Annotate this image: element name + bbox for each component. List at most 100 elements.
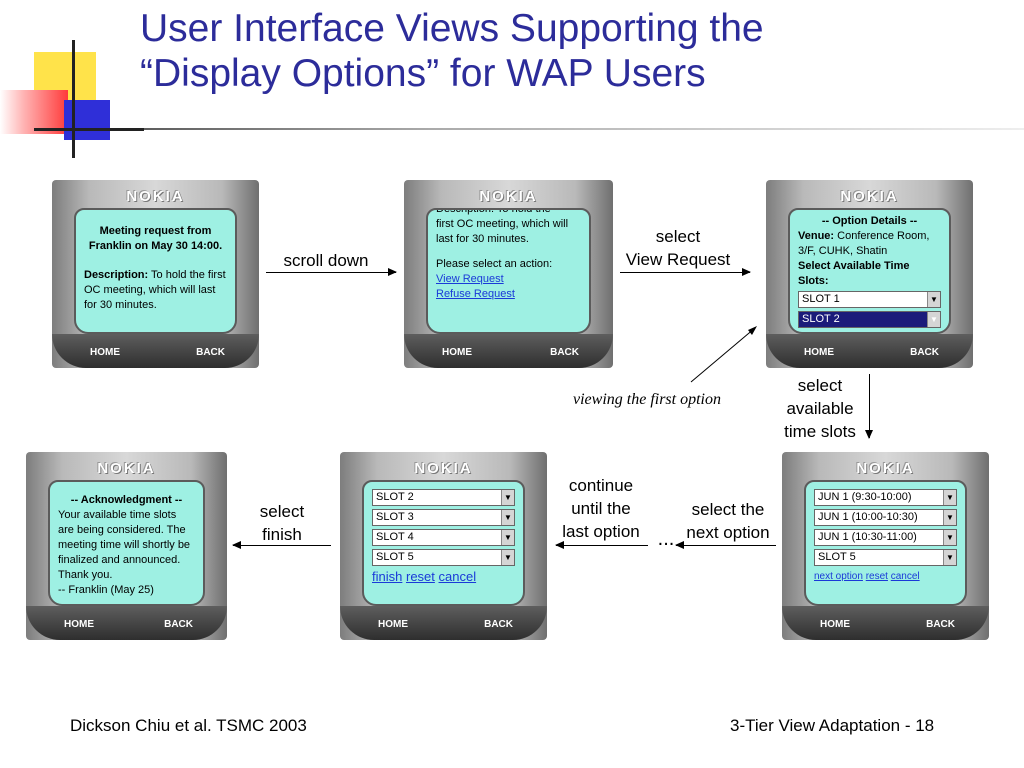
phone-bottom (404, 334, 613, 368)
chevron-down-icon: ▼ (943, 550, 956, 565)
reset-link[interactable]: reset (865, 571, 888, 582)
label-continue-last-option: continue until the last option (562, 476, 640, 541)
slot-select-3[interactable]: JUN 1 (10:30-11:00)▼ (814, 529, 957, 546)
label-viewing-first-option: viewing the first option (573, 391, 721, 408)
softkey-home[interactable]: HOME (820, 619, 850, 630)
arrow-scroll-down (266, 268, 397, 276)
phone-brand: NOKIA (126, 188, 185, 205)
ack-signature: -- Franklin (May 25) (58, 584, 154, 596)
softkey-home[interactable]: HOME (804, 347, 834, 358)
cancel-link[interactable]: cancel (438, 569, 477, 584)
softkey-home[interactable]: HOME (442, 347, 472, 358)
option-details-heading: -- Option Details -- (821, 215, 918, 227)
chevron-down-icon: ▼ (501, 530, 514, 545)
view-request-link[interactable]: View Request (436, 273, 504, 285)
phone-action-menu: NOKIA Description: To hold the first OC … (404, 180, 613, 368)
slot-select-2[interactable]: JUN 1 (10:00-10:30)▼ (814, 509, 957, 526)
softkey-home[interactable]: HOME (64, 619, 94, 630)
phone-brand: NOKIA (97, 460, 156, 477)
request-description: first OC meeting, which will last for 30… (436, 218, 569, 245)
softkey-home[interactable]: HOME (90, 347, 120, 358)
phone-bottom (340, 606, 547, 640)
chevron-down-icon: ▼ (943, 530, 956, 545)
phone-brand: NOKIA (856, 460, 915, 477)
phone-screen: Description: To hold the first OC meetin… (426, 208, 591, 334)
label-ellipsis: ... (657, 528, 675, 550)
slot-actions: next option reset cancel (814, 569, 957, 584)
scrolled-cut-line: Description: To hold the (436, 208, 551, 215)
phone-bottom (26, 606, 227, 640)
arrow-finish (232, 541, 331, 549)
phone-brand: NOKIA (840, 188, 899, 205)
phone-brand: NOKIA (479, 188, 538, 205)
slot-select-1[interactable]: SLOT 1▼ (798, 291, 941, 308)
phone-acknowledgment: NOKIA -- Acknowledgment -- Your availabl… (26, 452, 227, 640)
phone-bottom (766, 334, 973, 368)
arrow-continue (555, 541, 648, 549)
slot-select-5[interactable]: SLOT 5▼ (372, 549, 515, 566)
phone-option-details: NOKIA -- Option Details -- Venue: Confer… (766, 180, 973, 368)
chevron-down-icon: ▼ (501, 550, 514, 565)
footer-author: Dickson Chiu et al. TSMC 2003 (70, 716, 307, 735)
finish-link[interactable]: finish (372, 569, 403, 584)
label-select-next-option: select the next option (686, 500, 770, 542)
title-underline-accent (34, 128, 144, 131)
slot-select-4[interactable]: SLOT 5▼ (814, 549, 957, 566)
venue-line: Venue: Conference Room, 3/F, CUHK, Shati… (798, 230, 930, 257)
request-description: Description: To hold the first OC meetin… (84, 269, 226, 311)
softkey-back[interactable]: BACK (164, 619, 193, 630)
label-select-slots: select available time slots (784, 376, 856, 441)
arrow-down-slots (865, 374, 873, 439)
chevron-down-icon: ▼ (501, 510, 514, 525)
reset-link[interactable]: reset (405, 569, 435, 584)
logo-blue-square (64, 100, 110, 140)
slot-select-2[interactable]: SLOT 2▼ (798, 311, 941, 328)
phone-screen: -- Option Details -- Venue: Conference R… (788, 208, 951, 334)
action-prompt: Please select an action: (436, 258, 553, 270)
phone-time-slots: NOKIA JUN 1 (9:30-10:00)▼ JUN 1 (10:00-1… (782, 452, 989, 640)
label-select-finish: select finish (259, 502, 305, 544)
softkey-home[interactable]: HOME (378, 619, 408, 630)
title-underline (34, 128, 1024, 130)
label-select-view-request: select View Request (625, 227, 731, 269)
cancel-link[interactable]: cancel (890, 571, 920, 582)
slot-select-4[interactable]: SLOT 4▼ (372, 529, 515, 546)
softkey-back[interactable]: BACK (550, 347, 579, 358)
softkey-back[interactable]: BACK (910, 347, 939, 358)
phone-screen: SLOT 2▼ SLOT 3▼ SLOT 4▼ SLOT 5▼ finish r… (362, 480, 525, 606)
ack-body: Your available time slots are being cons… (58, 509, 191, 581)
phone-bottom (782, 606, 989, 640)
chevron-down-icon: ▼ (943, 490, 956, 505)
arrow-viewing-first (690, 326, 757, 383)
phone-brand: NOKIA (414, 460, 473, 477)
chevron-down-icon: ▼ (927, 292, 940, 307)
finish-actions: finish reset cancel (372, 569, 515, 584)
logo-red-bar (0, 90, 68, 134)
arrow-next-option (675, 541, 776, 549)
request-heading: Meeting request from Franklin on May 30 … (88, 225, 223, 252)
phone-screen: JUN 1 (9:30-10:00)▼ JUN 1 (10:00-10:30)▼… (804, 480, 967, 606)
slot-select-3[interactable]: SLOT 3▼ (372, 509, 515, 526)
chevron-down-icon: ▼ (943, 510, 956, 525)
refuse-request-link[interactable]: Refuse Request (436, 288, 515, 300)
label-scroll-down: scroll down (283, 251, 369, 270)
next-option-link[interactable]: next option (814, 571, 863, 582)
logo-vertical-line (72, 40, 75, 158)
slot-select-1[interactable]: JUN 1 (9:30-10:00)▼ (814, 489, 957, 506)
chevron-down-icon: ▼ (927, 312, 940, 327)
slots-label: Select Available Time Slots: (798, 260, 910, 287)
phone-last-option: NOKIA SLOT 2▼ SLOT 3▼ SLOT 4▼ SLOT 5▼ fi… (340, 452, 547, 640)
slot-select-2[interactable]: SLOT 2▼ (372, 489, 515, 506)
ack-heading: -- Acknowledgment -- (70, 494, 183, 506)
phone-meeting-request: NOKIA Meeting request from Franklin on M… (52, 180, 259, 368)
arrow-view-request (620, 268, 751, 276)
footer-page: 3-Tier View Adaptation - 18 (730, 716, 935, 735)
phone-bottom (52, 334, 259, 368)
softkey-back[interactable]: BACK (926, 619, 955, 630)
softkey-back[interactable]: BACK (196, 347, 225, 358)
slide-title: User Interface Views Supporting the “Dis… (140, 7, 764, 95)
phone-screen: -- Acknowledgment -- Your available time… (48, 480, 205, 606)
chevron-down-icon: ▼ (501, 490, 514, 505)
phone-screen: Meeting request from Franklin on May 30 … (74, 208, 237, 334)
softkey-back[interactable]: BACK (484, 619, 513, 630)
